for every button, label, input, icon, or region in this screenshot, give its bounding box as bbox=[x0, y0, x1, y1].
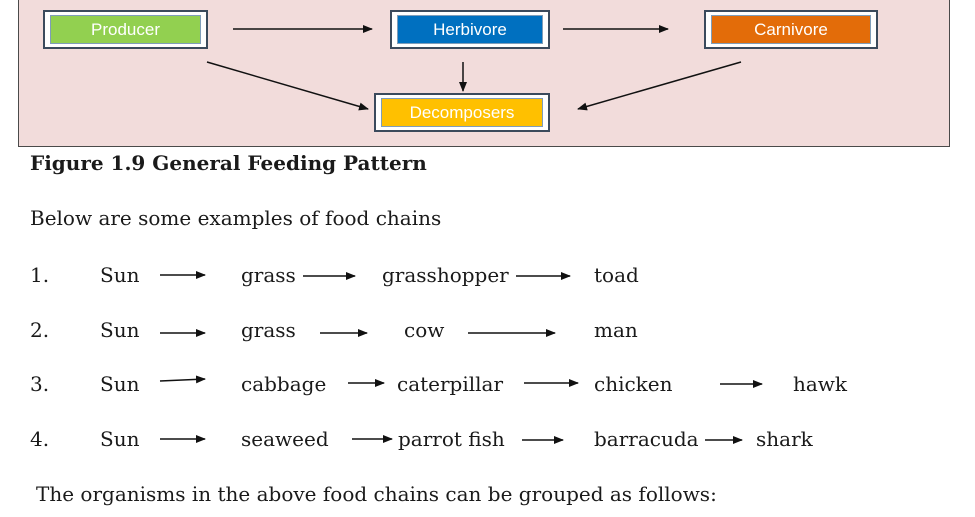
chain-item: chicken bbox=[594, 372, 673, 396]
chain-item: Sun bbox=[100, 263, 140, 287]
chain-item: caterpillar bbox=[397, 372, 504, 396]
food-chain-4: 4. Sun seaweed parrot fish barracuda sha… bbox=[0, 422, 975, 456]
chain-item: hawk bbox=[793, 372, 848, 396]
chain-item: shark bbox=[756, 427, 813, 451]
food-chain-2: 2. Sun grass cow man bbox=[0, 313, 975, 347]
chain-item: Sun bbox=[100, 372, 140, 396]
chain-item: Sun bbox=[100, 318, 140, 342]
chain-item: barracuda bbox=[594, 427, 699, 451]
intro-text: Below are some examples of food chains bbox=[30, 206, 442, 230]
decomposers-label: Decomposers bbox=[381, 98, 543, 127]
grouping-text: The organisms in the above food chains c… bbox=[36, 482, 717, 506]
carnivore-label: Carnivore bbox=[711, 15, 871, 44]
producer-label: Producer bbox=[50, 15, 201, 44]
decomposers-node: Decomposers bbox=[374, 93, 550, 132]
chain-item: Sun bbox=[100, 427, 140, 451]
chain-item: grass bbox=[241, 318, 296, 342]
figure-caption: Figure 1.9 General Feeding Pattern bbox=[30, 151, 427, 175]
producer-node: Producer bbox=[43, 10, 208, 49]
chain-number: 3. bbox=[30, 372, 50, 396]
food-chain-3: 3. Sun cabbage caterpillar chicken hawk bbox=[0, 367, 975, 401]
chain-number: 2. bbox=[30, 318, 50, 342]
chain-item: grasshopper bbox=[382, 263, 509, 287]
chain-item: toad bbox=[594, 263, 639, 287]
chain-item: parrot fish bbox=[398, 427, 505, 451]
herbivore-node: Herbivore bbox=[390, 10, 550, 49]
chain-arrows bbox=[160, 329, 556, 337]
food-chain-1: 1. Sun grass grasshopper toad bbox=[0, 258, 975, 292]
chain-item: man bbox=[594, 318, 638, 342]
chain-item: grass bbox=[241, 263, 296, 287]
chain-item: seaweed bbox=[241, 427, 329, 451]
chain-number: 4. bbox=[30, 427, 50, 451]
herbivore-label: Herbivore bbox=[397, 15, 543, 44]
chain-item: cabbage bbox=[241, 372, 327, 396]
carnivore-node: Carnivore bbox=[704, 10, 878, 49]
chain-number: 1. bbox=[30, 263, 50, 287]
chain-arrow bbox=[159, 375, 206, 384]
chain-item: cow bbox=[404, 318, 445, 342]
